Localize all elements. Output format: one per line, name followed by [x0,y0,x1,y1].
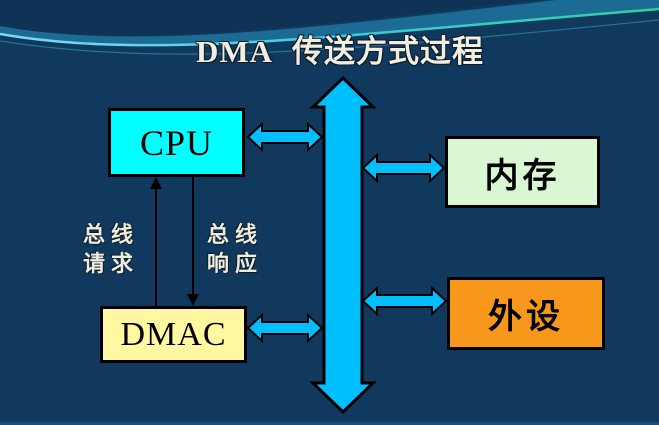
bus-response-arrowhead [187,294,199,306]
dmac-box: DMAC [100,306,247,363]
cpu-box: CPU [108,108,245,177]
bus-peripheral-arrow [361,285,448,317]
slide-title: DMA 传送方式过程 [195,34,485,69]
bus-request-arrowhead [150,177,162,189]
cpu-bus-arrow [246,121,324,153]
wave-band [0,0,659,46]
peripheral-label: 外设 [488,299,564,336]
wave-line-main [0,7,659,47]
dmac-bus-arrow [246,312,324,344]
wave-line-faint [0,19,659,55]
bottom-strip [0,422,659,425]
wave-hill [0,0,659,36]
dmac-label: DMAC [120,315,227,353]
bus-response-label: 总线响应 [207,222,264,276]
memory-box: 内存 [445,136,600,208]
memory-label: 内存 [484,157,561,195]
bus-request-label: 总线请求 [83,222,140,276]
system-bus-arrow [309,75,377,415]
peripheral-box: 外设 [447,277,605,350]
bus-memory-arrow [361,152,446,184]
cpu-label: CPU [139,122,214,163]
